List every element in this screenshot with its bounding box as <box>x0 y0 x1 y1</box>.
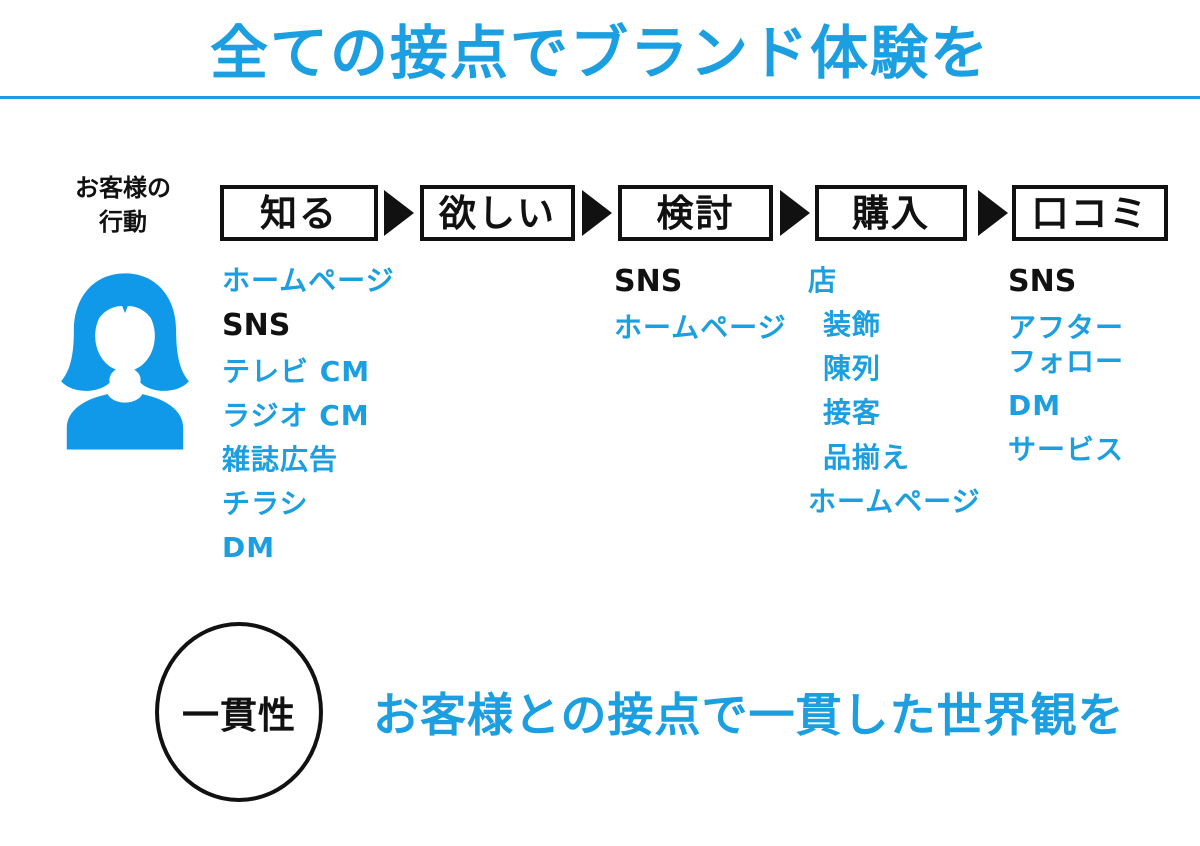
touchpoint-item: 陳列 <box>823 352 882 386</box>
touchpoint-item: DM <box>1008 388 1062 422</box>
stage-box-know: 知る <box>220 185 378 241</box>
stage-box-word-of-mouth: 口コミ <box>1012 185 1168 241</box>
touchpoint-item: テレビ CM <box>222 354 371 388</box>
title-underline <box>0 96 1200 99</box>
touchpoint-item: ホームページ <box>614 310 787 344</box>
touchpoint-item: ホームページ <box>808 484 981 518</box>
touchpoint-item: DM <box>222 531 276 565</box>
touchpoint-item: SNS <box>222 308 291 344</box>
stage-box-consider: 検討 <box>618 185 773 241</box>
stage-arrow-icon <box>384 190 414 236</box>
stage-box-want: 欲しい <box>420 185 575 241</box>
footer: 一貫性 お客様との接点で一貫した世界観を <box>155 622 1125 802</box>
touchpoint-column-purchase: 店装飾陳列接客品揃えホームページ <box>808 264 1008 529</box>
female-person-icon <box>54 258 196 462</box>
touchpoint-item: 装飾 <box>823 308 882 342</box>
stage-arrow-icon <box>582 190 612 236</box>
stage-box-purchase: 購入 <box>815 185 967 241</box>
touchpoint-item: 品揃え <box>823 440 911 474</box>
footer-message: お客様との接点で一貫した世界観を <box>373 688 1125 742</box>
touchpoint-item: サービス <box>1008 433 1125 467</box>
touchpoint-item: ラジオ CM <box>222 398 370 432</box>
touchpoint-item: SNS <box>614 264 683 299</box>
touchpoint-item: SNS <box>1008 264 1077 299</box>
stage-arrow-icon <box>978 190 1008 236</box>
customer-action-label: お客様の 行動 <box>75 174 171 236</box>
touchpoint-column-word-of-mouth: SNS アフター フォロー DM サービス <box>1008 264 1200 477</box>
touchpoint-item: 店 <box>808 264 838 297</box>
touchpoint-item: 接客 <box>823 396 882 430</box>
page-title: 全ての接点でブランド体験を <box>209 19 990 87</box>
stage-arrow-icon <box>780 190 810 236</box>
touchpoint-item: ホームページ <box>222 264 395 297</box>
touchpoint-column-consider: SNS ホームページ <box>614 264 814 355</box>
touchpoint-item: 雑誌広告 <box>222 443 339 477</box>
touchpoint-item: アフター フォロー <box>1008 310 1125 378</box>
consistency-circle: 一貫性 <box>155 622 323 802</box>
touchpoint-column-know: ホームページ SNS テレビ CM ラジオ CM 雑誌広告チラシ DM <box>222 264 422 576</box>
touchpoint-item: チラシ <box>222 487 309 521</box>
